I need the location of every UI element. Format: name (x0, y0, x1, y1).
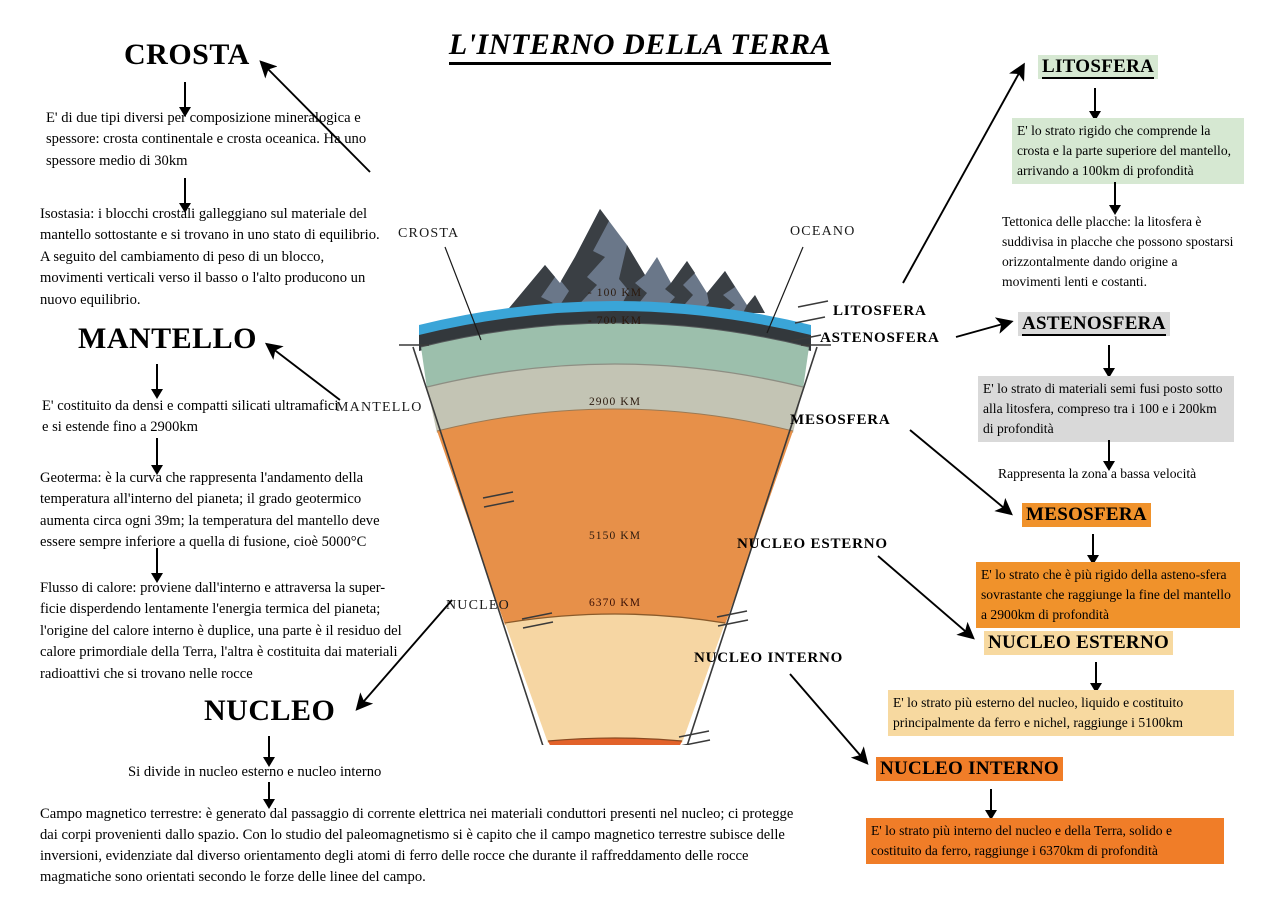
page-title-text: L'INTERNO DELLA TERRA (448, 28, 832, 65)
heading-nucleo-esterno: NUCLEO ESTERNO (984, 631, 1174, 655)
arrow-diagram-to-nucleo (355, 599, 453, 711)
arrow-diagram-to-astenosfera (955, 317, 1014, 338)
text-nucleo-campo-magnetico: Campo magnetico terrestre: è generato da… (40, 806, 794, 885)
arrow-diagram-to-crosta (259, 60, 371, 173)
diagram-label-nucleo-interno: NUCLEO INTERNO (694, 650, 844, 666)
arrow-down-mesosfera-1 (1087, 534, 1099, 565)
depth-label-5150km: 5150 KM (588, 530, 642, 542)
diagram-label-oceano: OCEANO (790, 224, 856, 239)
diagram-label-mesosfera: MESOSFERA (790, 412, 891, 428)
text-mantello-silicati: E' costituito da densi e compatti silica… (42, 398, 339, 436)
depth-label-100km: - 100 KM (587, 287, 643, 299)
leader-line-oceano (766, 246, 804, 334)
crust-layer (419, 311, 811, 351)
diagram-label-nucleo: NUCLEO (446, 598, 510, 613)
arrow-down-crosta-2 (179, 178, 191, 213)
heading-nucleo-interno: NUCLEO INTERNO (876, 757, 1063, 781)
text-nucleo-interno-definizione: E' lo strato più interno del nucleo e de… (866, 818, 1224, 864)
arrow-down-astenosfera-2 (1103, 440, 1115, 471)
heading-mesosfera: MESOSFERA (1022, 503, 1151, 527)
heading-litosfera-text: LITOSFERA (1042, 56, 1155, 79)
heading-nucleo: NUCLEO (204, 694, 336, 727)
arrow-down-litosfera-2 (1109, 182, 1121, 215)
text-mantello-geoterma: Geoterma: è la curva che rappresenta l'a… (40, 470, 380, 551)
depth-label-700km: - 700 KM (587, 315, 643, 327)
heading-astenosfera: ASTENOSFERA (1018, 312, 1170, 336)
arrow-diagram-to-nucleo-esterno (877, 555, 975, 640)
diagram-label-mantello: MANTELLO (336, 400, 423, 415)
heading-mesosfera-text: MESOSFERA (1022, 503, 1151, 527)
mountain-icon (505, 209, 765, 313)
nucleo-esterno-layer (505, 614, 725, 743)
litosfera-layer (421, 323, 809, 389)
arrow-down-mantello-3 (151, 548, 163, 583)
text-mantello-flusso-calore: Flusso di calore: proviene dall'interno … (40, 580, 402, 682)
depth-label-2900km: 2900 KM (588, 396, 642, 408)
mesosfera-layer (437, 409, 793, 625)
diagram-label-astenosfera: ASTENOSFERA (820, 330, 940, 346)
page-title: L'INTERNO DELLA TERRA (0, 28, 1280, 65)
arrow-down-astenosfera-1 (1103, 345, 1115, 378)
heading-astenosfera-text: ASTENOSFERA (1022, 313, 1166, 336)
heading-mantello: MANTELLO (78, 322, 258, 355)
arrow-down-nucleo-esterno-1 (1090, 662, 1102, 693)
leader-line-crosta (444, 246, 482, 341)
tick-marks-right (678, 300, 829, 745)
arrow-down-nucleo-1 (263, 736, 275, 767)
arrow-down-litosfera-1 (1089, 88, 1101, 121)
arrow-diagram-to-mantello (264, 342, 341, 401)
text-mesosfera-definizione: E' lo strato che è più rigido della aste… (976, 562, 1240, 628)
tick-marks-left (482, 491, 554, 629)
text-litosfera-tettonica: Tettonica delle placche: la litosfera è … (1002, 214, 1234, 289)
heading-nucleo-esterno-text: NUCLEO ESTERNO (984, 631, 1174, 655)
text-crosta-isostasia: Isostasia: i blocchi crostali galleggian… (40, 206, 380, 308)
arrow-diagram-to-litosfera (902, 62, 1025, 284)
arrow-diagram-to-nucleo-interno (789, 673, 869, 765)
text-litosfera-definizione: E' lo strato rigido che comprende la cro… (1012, 118, 1244, 184)
arrow-diagram-to-mesosfera (909, 429, 1013, 516)
heading-nucleo-interno-text: NUCLEO INTERNO (876, 757, 1063, 781)
arrow-down-nucleo-interno-1 (985, 789, 997, 820)
text-astenosfera-bassa-velocita: Rappresenta la zona a bassa velocità (998, 466, 1197, 481)
text-nucleo-esterno-definizione: E' lo strato più esterno del nucleo, liq… (888, 690, 1234, 736)
diagram-label-litosfera: LITOSFERA (833, 303, 927, 319)
text-astenosfera-definizione: E' lo strato di materiali semi fusi post… (978, 376, 1234, 442)
heading-litosfera: LITOSFERA (1038, 55, 1159, 79)
diagram-label-nucleo-esterno: NUCLEO ESTERNO (737, 536, 888, 552)
arrow-down-nucleo-2 (263, 782, 275, 809)
bracket-left (412, 346, 544, 745)
heading-crosta: CROSTA (124, 38, 250, 71)
diagram-label-crosta: CROSTA (398, 226, 460, 241)
arrow-down-mantello-2 (151, 438, 163, 475)
nucleo-interno-layer (548, 738, 682, 745)
arrow-down-crosta-1 (179, 82, 191, 117)
text-crosta-composizione: E' di due tipi diversi per composizione … (46, 110, 367, 169)
arrow-down-mantello-1 (151, 364, 163, 399)
earth-cross-section-illustration (399, 209, 831, 745)
text-nucleo-divisione: Si divide in nucleo esterno e nucleo int… (128, 764, 382, 780)
ocean-layer (419, 301, 811, 341)
depth-label-6370km: 6370 KM (588, 597, 642, 609)
